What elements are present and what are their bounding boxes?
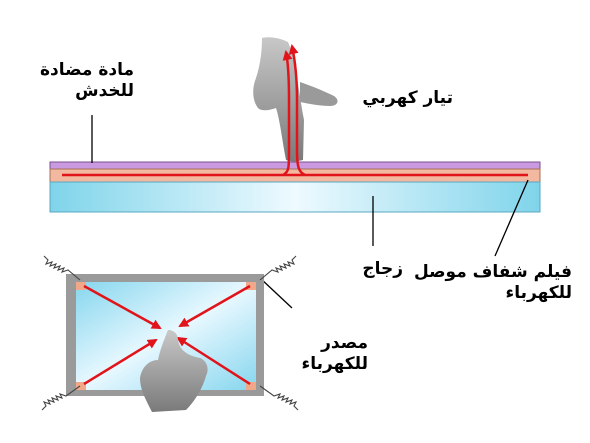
leader-lines (91, 115, 529, 309)
resistor-coil-icon (41, 255, 299, 411)
corner-pad-tr (246, 282, 256, 290)
coil-tl (43, 255, 81, 281)
film-leader (494, 179, 529, 257)
electric-current-text: تيار كهربي (362, 88, 453, 108)
glass-layer (49, 181, 541, 213)
glass-text: زجاج (362, 259, 403, 279)
pointing-hand-icon (140, 330, 208, 412)
glass-label: زجاج (353, 259, 403, 280)
coil-bl (41, 385, 81, 411)
corner-pad-tl (76, 282, 86, 290)
source-leader (259, 277, 293, 309)
anti-scratch-line-1: مادة مضادة (39, 60, 134, 80)
anti-scratch-layer (49, 161, 541, 170)
conductive-film-label: فيلم شفاف موصل للكهرباء (413, 262, 572, 304)
power-source-line-2: للكهرباء (301, 354, 368, 374)
finger-hand-icon (253, 37, 338, 162)
coil-br (259, 385, 299, 411)
anti-scratch-line-2: للخدش (75, 81, 134, 101)
electric-current-label: تيار كهربي (343, 88, 453, 109)
corner-pad-br (246, 382, 256, 390)
current-arrows-up (282, 44, 306, 177)
anti-scratch-label: مادة مضادة للخدش (39, 60, 134, 102)
conductive-film-line-2: للكهرباء (505, 283, 572, 303)
power-source-label: مصدر للكهرباء (288, 333, 368, 375)
current-arrows-to-touch (83, 284, 251, 386)
conductive-film-line-1: فيلم شفاف موصل (413, 262, 572, 282)
coil-tr (259, 255, 297, 281)
corner-pad-bl (76, 382, 86, 390)
cross-section (49, 161, 541, 213)
power-source-line-1: مصدر (321, 333, 368, 353)
